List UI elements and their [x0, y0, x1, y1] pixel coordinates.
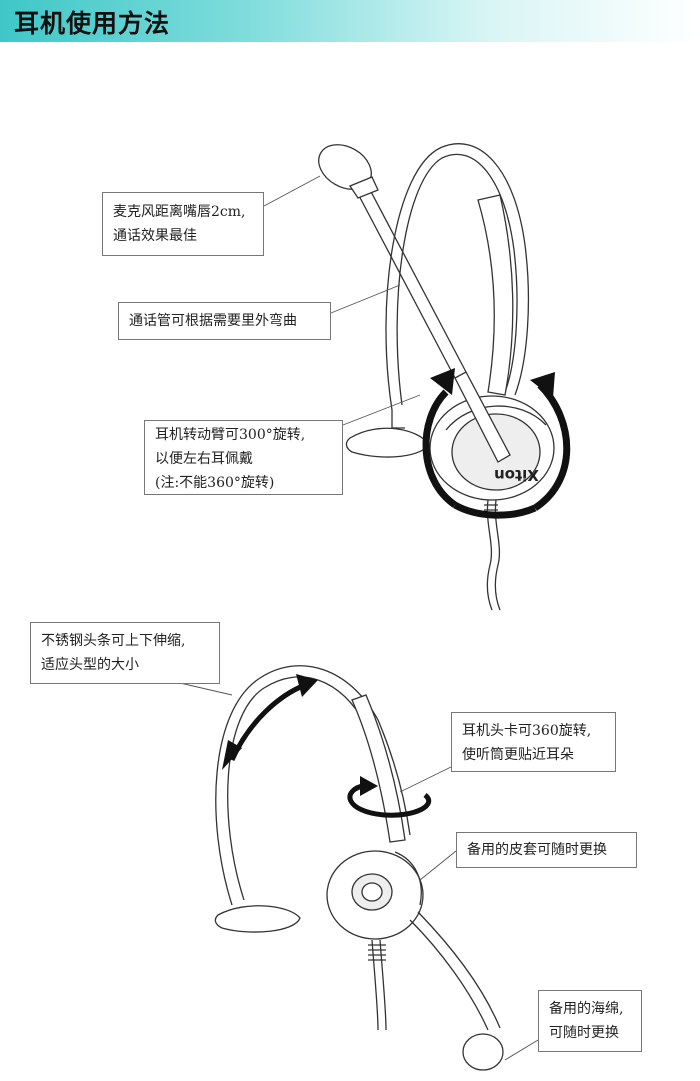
adjust-arrowhead-bottom — [222, 740, 242, 770]
rotation-arrowhead-clip — [360, 776, 378, 796]
callout-line: 以便左右耳佩戴 — [155, 451, 253, 467]
callout-line: 麦克风距离嘴唇2cm, — [113, 204, 246, 220]
callout-spare-leather: 备用的皮套可随时更换 — [456, 832, 637, 868]
callout-line: 使听筒更贴近耳朵 — [462, 747, 574, 763]
brand-logo: Xiton — [494, 466, 539, 484]
bottom-leader-lines — [179, 682, 539, 1061]
callout-line: 备用的皮套可随时更换 — [467, 842, 607, 858]
callout-line: 通话管可根据需要里外弯曲 — [129, 313, 297, 329]
callout-line: 耳机转动臂可300°旋转, — [155, 427, 306, 443]
top-headset-drawing — [318, 143, 555, 611]
callout-line: (注:不能360°旋转) — [155, 475, 275, 491]
callout-mic-distance: 麦克风距离嘴唇2cm, 通话效果最佳 — [102, 192, 264, 256]
callout-arm-rotation: 耳机转动臂可300°旋转, 以便左右耳佩戴 (注:不能360°旋转) — [144, 420, 343, 495]
rotation-arrowhead-left — [430, 368, 455, 395]
callout-clip-rotation: 耳机头卡可360旋转, 使听筒更贴近耳朵 — [451, 712, 616, 772]
page-title: 耳机使用方法 — [14, 9, 171, 38]
rotation-arrow-clip — [347, 782, 432, 818]
callout-boom-bend: 通话管可根据需要里外弯曲 — [118, 302, 331, 340]
callout-line: 耳机头卡可360旋转, — [462, 723, 592, 739]
callout-line: 通话效果最佳 — [113, 228, 197, 244]
bottom-headset-drawing — [214, 665, 504, 1071]
callout-headband-adjust: 不锈钢头条可上下伸缩, 适应头型的大小 — [30, 622, 220, 684]
top-leader-lines — [263, 175, 421, 426]
header-bar: 耳机使用方法 — [0, 0, 700, 42]
rotation-arrowhead-right — [530, 372, 555, 398]
adjust-arrowhead-top — [296, 674, 318, 697]
callout-line: 可随时更换 — [549, 1025, 619, 1041]
callout-line: 不锈钢头条可上下伸缩, — [41, 633, 186, 649]
callout-line: 备用的海绵, — [549, 1001, 624, 1017]
callout-spare-foam: 备用的海绵, 可随时更换 — [538, 990, 642, 1052]
adjust-arrow-headband — [229, 682, 306, 762]
rotation-arrows-top — [422, 382, 571, 519]
callout-line: 适应头型的大小 — [41, 657, 139, 673]
